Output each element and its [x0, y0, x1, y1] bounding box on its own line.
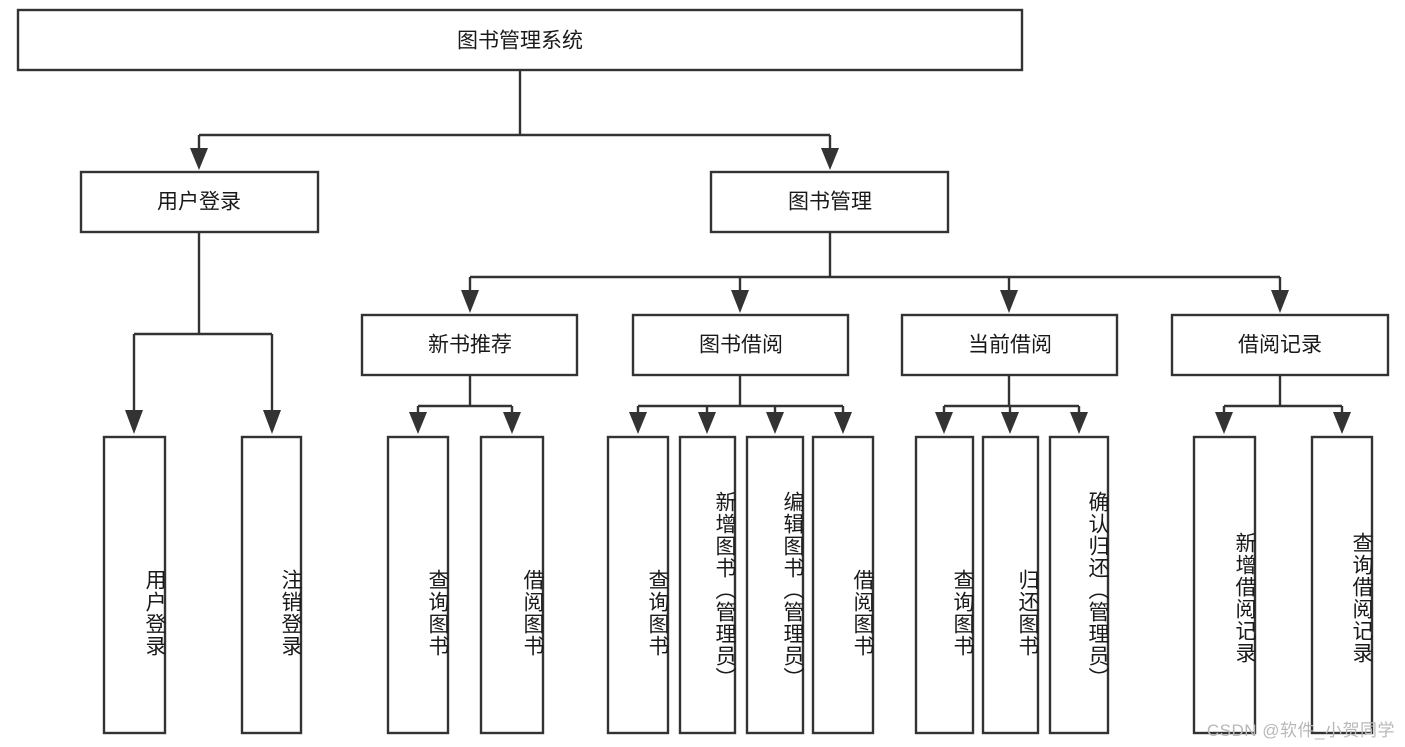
arrow-head-borrow-record [1271, 290, 1289, 313]
connector-group-book-mgmt [461, 232, 1289, 313]
node-new-book-recommend[interactable]: 新书推荐 [360, 313, 579, 377]
arrow-head-leaf-query-record [1333, 412, 1351, 434]
leaf-box-return-book[interactable] [981, 435, 1040, 735]
node-borrow-record-box[interactable] [1170, 313, 1390, 377]
leaf-box-edit-book-admin[interactable] [745, 435, 805, 735]
leaf-box-add-book-admin[interactable] [678, 435, 737, 735]
connector-group-book-borrow [629, 375, 852, 434]
arrow-head-leaf-edit-book [766, 412, 784, 434]
arrow-head-leaf-query-book-1 [409, 412, 427, 434]
arrow-head-leaf-add-book [698, 412, 716, 434]
arrow-head-leaf-add-record [1215, 412, 1233, 434]
connector-group-current-borrow [935, 375, 1088, 434]
connector-group-user-login [125, 232, 281, 434]
arrow-head-leaf-borrow-book-1 [503, 412, 521, 434]
node-current-borrow-label: 当前借阅 [968, 334, 1052, 357]
node-current-borrow-box[interactable] [900, 313, 1119, 377]
leaf-box-query-book-new[interactable] [386, 435, 450, 735]
node-book-borrow-box[interactable] [631, 313, 850, 377]
leaf-box-query-book-borrow[interactable] [606, 435, 670, 735]
arrow-head-user-login [190, 148, 208, 170]
connector-group-new-book-rec [409, 375, 521, 434]
node-book-management[interactable]: 图书管理 [709, 170, 950, 234]
arrow-head-leaf-query-book-3 [935, 412, 953, 434]
node-borrow-record[interactable]: 借阅记录 [1170, 313, 1390, 377]
node-book-borrow-label: 图书借阅 [699, 334, 783, 357]
node-user-login-box[interactable] [79, 170, 320, 234]
node-current-borrow[interactable]: 当前借阅 [900, 313, 1119, 377]
arrow-head-leaf-borrow-book-2 [834, 412, 852, 434]
leaf-box-confirm-return-admin[interactable] [1048, 435, 1110, 735]
node-book-borrow[interactable]: 图书借阅 [631, 313, 850, 377]
leaf-box-borrow-book[interactable] [811, 435, 875, 735]
node-book-management-label: 图书管理 [788, 191, 872, 214]
arrow-head-leaf-return-book [1001, 412, 1019, 434]
arrow-head-book-mgmt [821, 148, 839, 170]
node-root-label: 图书管理系统 [457, 30, 583, 53]
leaf-box-query-book-current[interactable] [914, 435, 975, 735]
node-new-book-recommend-label: 新书推荐 [428, 334, 512, 357]
arrow-head-leaf-query-book-2 [629, 412, 647, 434]
leaf-box-logout[interactable] [240, 435, 303, 735]
leaf-box-add-borrow-record[interactable] [1192, 435, 1257, 735]
leaf-box-query-borrow-record[interactable] [1310, 435, 1374, 735]
arrow-head-new-book-rec [461, 290, 479, 313]
node-user-login-label: 用户登录 [157, 191, 241, 214]
node-user-login[interactable]: 用户登录 [79, 170, 320, 234]
node-book-management-box[interactable] [709, 170, 950, 234]
arrow-head-leaf-user-login [125, 410, 143, 434]
connector-group-borrow-record [1215, 375, 1351, 434]
arrow-head-leaf-confirm-return [1070, 412, 1088, 434]
arrow-head-leaf-logout [263, 410, 281, 434]
node-new-book-recommend-box[interactable] [360, 313, 579, 377]
arrow-head-book-borrow [731, 290, 749, 313]
leaf-box-borrow-book-new[interactable] [479, 435, 545, 735]
node-root[interactable]: 图书管理系统 [16, 8, 1024, 72]
connector-group-root [190, 70, 839, 170]
arrow-head-current-borrow [1000, 290, 1018, 313]
leaf-box-user-login[interactable] [102, 435, 167, 735]
watermark-text: CSDN @软件_小贺同学 [1206, 721, 1395, 740]
node-borrow-record-label: 借阅记录 [1238, 334, 1322, 357]
node-root-box[interactable] [16, 8, 1024, 72]
